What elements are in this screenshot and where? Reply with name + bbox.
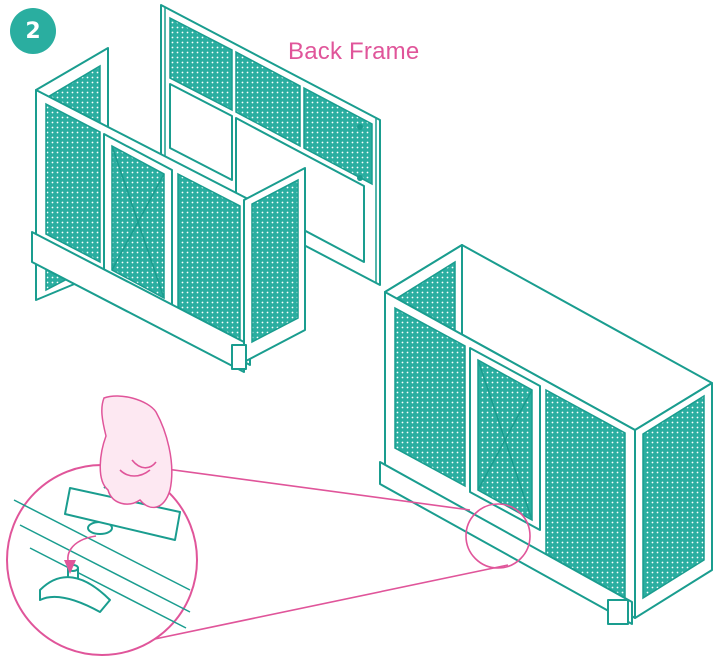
hand-pressing-icon	[99, 395, 173, 509]
cabinet-assembled	[379, 244, 713, 625]
step-number-badge: 2	[10, 8, 56, 54]
back-frame-panel	[160, 4, 381, 286]
curved-arrow-down-icon	[64, 560, 76, 574]
step-number: 2	[25, 18, 41, 44]
back-frame-label: Back Frame	[288, 38, 420, 65]
cabinet-partial	[31, 47, 306, 373]
